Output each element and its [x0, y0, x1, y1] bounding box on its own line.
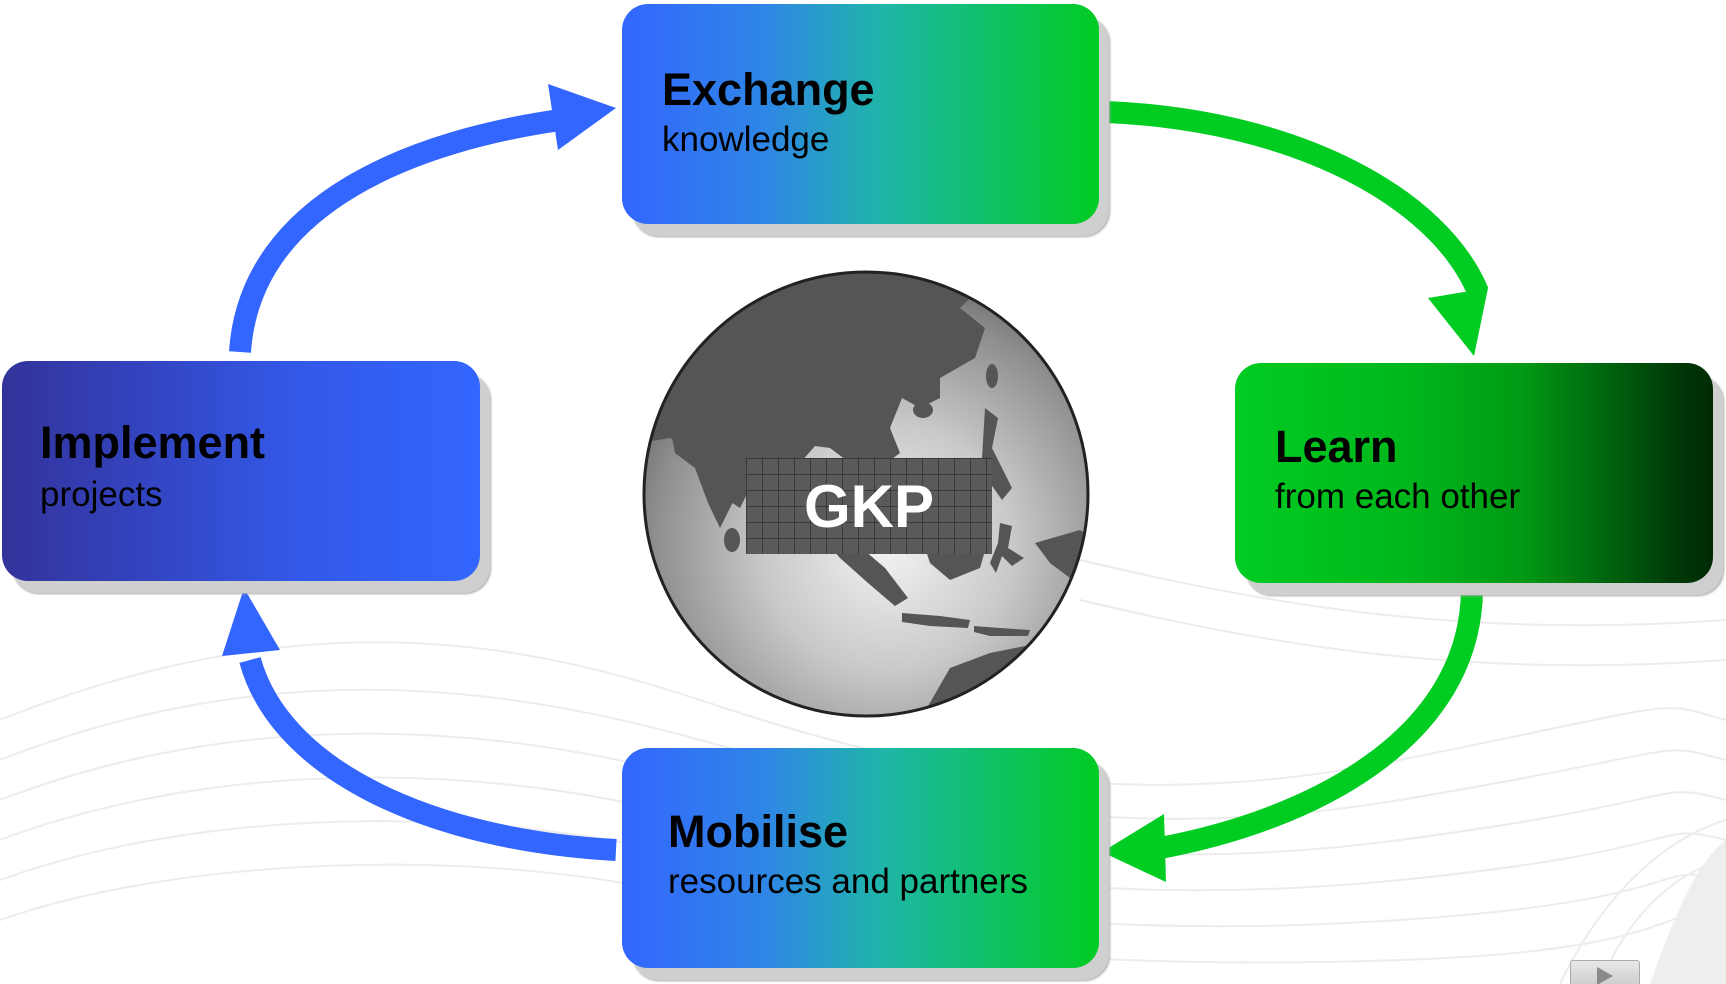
arrow-exchange-to-learn [1105, 101, 1489, 297]
arrowhead-exchange [548, 84, 616, 150]
play-triangle-icon [1597, 967, 1613, 984]
node-exchange-subtitle: knowledge [662, 120, 830, 159]
node-learn-subtitle: from each other [1275, 477, 1521, 516]
center-label: GKP [746, 458, 992, 554]
arrow-mobilise-to-implement [239, 656, 617, 861]
node-mobilise-title: Mobilise [668, 806, 849, 857]
arrowhead-implement [222, 588, 280, 656]
landmass-java [902, 613, 970, 628]
next-slide-button[interactable] [1570, 960, 1640, 984]
arrowhead-mobilise [1102, 814, 1166, 882]
node-exchange: Exchange knowledge [622, 4, 1099, 224]
node-implement-subtitle: projects [40, 475, 163, 514]
node-mobilise-subtitle: resources and partners [668, 862, 1028, 901]
node-learn-title: Learn [1275, 421, 1398, 472]
node-exchange-title: Exchange [662, 64, 875, 115]
node-implement-title: Implement [40, 417, 266, 468]
node-learn: Learn from each other [1235, 363, 1713, 583]
landmass-india [670, 428, 750, 528]
arrowhead-learn [1428, 288, 1488, 356]
arrow-implement-to-exchange [229, 109, 562, 353]
node-implement: Implement projects [2, 361, 480, 581]
node-mobilise: Mobilise resources and partners [622, 748, 1099, 968]
arrow-learn-to-mobilise [1157, 589, 1483, 859]
